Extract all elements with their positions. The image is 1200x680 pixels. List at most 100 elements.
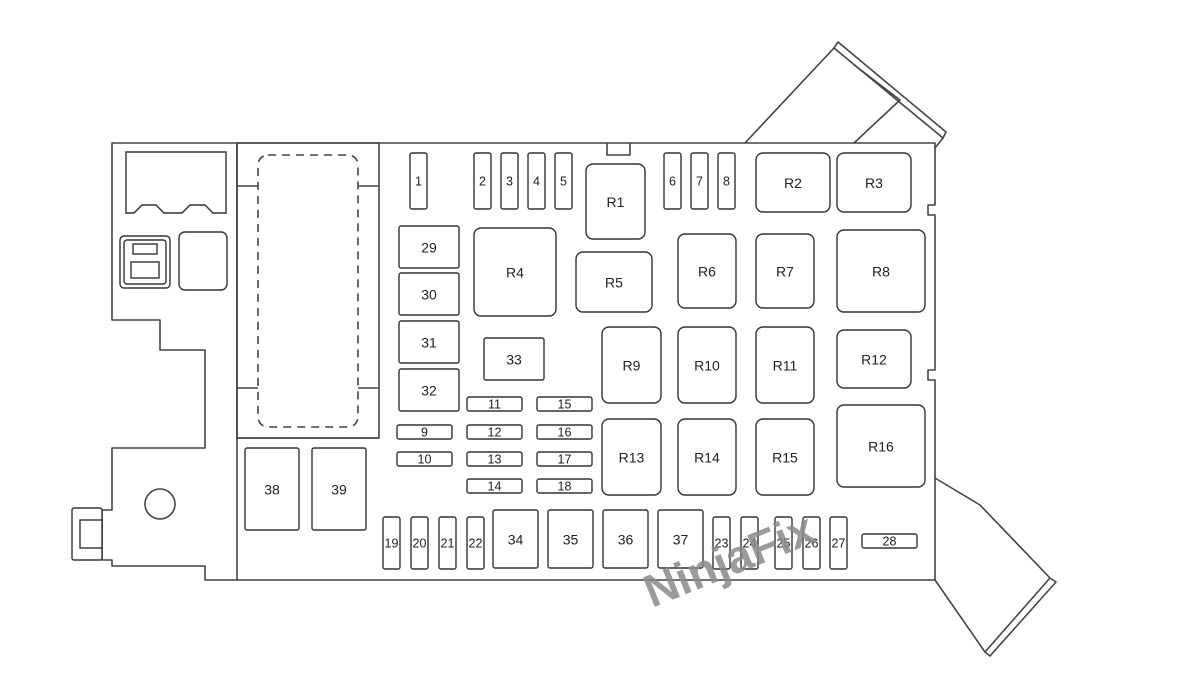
- fuse-outline: [409, 152, 428, 210]
- fuse-outline: [690, 152, 709, 210]
- relay-r2: R2: [755, 152, 831, 213]
- relay-label: R3: [865, 175, 883, 191]
- module-frame-ticks: [237, 185, 379, 389]
- relay-outline: [601, 326, 662, 404]
- fuse-outline: [740, 516, 759, 570]
- fuse-label: 12: [488, 426, 502, 440]
- fuse-14: 14: [466, 478, 523, 494]
- fuse-label: 18: [558, 480, 572, 494]
- fuse-28: 28: [861, 533, 918, 549]
- fuse-outline: [473, 152, 492, 210]
- fuse-33: 33: [483, 337, 545, 381]
- relay-label: R2: [784, 175, 802, 191]
- fuse-label: 23: [715, 537, 729, 551]
- relay-outline: [677, 326, 737, 404]
- connector-socket-a-pin: [130, 261, 160, 279]
- fuse-21: 21: [438, 516, 457, 570]
- fuse-label: 32: [421, 383, 437, 399]
- fuse-2: 2: [473, 152, 492, 210]
- fuse-label: 28: [883, 535, 897, 549]
- fuse-3: 3: [500, 152, 519, 210]
- top-left-socket: [125, 151, 227, 214]
- fuse-26: 26: [802, 516, 821, 570]
- relay-outline: [836, 229, 926, 313]
- fuse-label: 9: [421, 426, 428, 440]
- fuse-34: 34: [492, 509, 539, 569]
- fuse-outline: [861, 533, 918, 549]
- relay-outline: [836, 404, 926, 488]
- fuse-label: 38: [264, 482, 280, 498]
- relay-r11: R11: [755, 326, 815, 404]
- connector-socket-a-tab: [132, 243, 158, 255]
- relay-r1: R1: [585, 163, 646, 240]
- fuse-label: 29: [421, 240, 437, 256]
- fuse-22: 22: [466, 516, 485, 570]
- relay-label: R6: [698, 264, 716, 280]
- relay-r6: R6: [677, 233, 737, 309]
- fuse-outline: [244, 447, 300, 531]
- fuse-label: 27: [832, 537, 846, 551]
- fuse-outline: [500, 152, 519, 210]
- fuse-outline: [492, 509, 539, 569]
- fuse-label: 8: [723, 175, 730, 189]
- fuse-outline: [311, 447, 367, 531]
- relay-r3: R3: [836, 152, 912, 213]
- relay-label: R4: [506, 265, 524, 281]
- relay-label: R9: [623, 358, 641, 374]
- relay-outline: [836, 152, 912, 213]
- fuse-label: 35: [563, 532, 579, 548]
- fuse-label: 14: [488, 480, 502, 494]
- fuse-label: 25: [777, 537, 791, 551]
- fuse-7: 7: [690, 152, 709, 210]
- fuse-1: 1: [409, 152, 428, 210]
- fuse-label: 34: [508, 532, 524, 548]
- relay-label: R1: [607, 194, 625, 210]
- fuse-19: 19: [382, 516, 401, 570]
- fuse-25: 25: [774, 516, 793, 570]
- relay-outline: [585, 163, 646, 240]
- fuse-outline: [536, 424, 593, 440]
- fuse-label: 33: [506, 352, 522, 368]
- fuse-11: 11: [466, 396, 523, 412]
- relay-outline: [575, 251, 653, 313]
- fuse-label: 7: [696, 175, 703, 189]
- fuse-outline: [657, 509, 704, 569]
- top-right-connector-lip: [833, 41, 947, 139]
- fuse-23: 23: [712, 516, 731, 570]
- fuse-label: 31: [421, 335, 437, 351]
- fuse-label: 5: [560, 175, 567, 189]
- fuse-label: 39: [331, 482, 347, 498]
- relay-label: R7: [776, 264, 794, 280]
- fuse-label: 21: [441, 537, 455, 551]
- side-connector-plug-inner: [79, 519, 103, 549]
- relay-outline: [677, 418, 737, 496]
- fuse-label: 11: [488, 398, 501, 412]
- relay-label: R11: [773, 358, 798, 374]
- fuse-17: 17: [536, 451, 593, 467]
- fuse-outline: [602, 509, 649, 569]
- fuse-label: 16: [558, 426, 572, 440]
- fuse-outline: [663, 152, 682, 210]
- fuse-label: 1: [415, 175, 422, 189]
- fuse-5: 5: [554, 152, 573, 210]
- fuse-label: 20: [413, 537, 427, 551]
- top-right-connector-inner: [852, 63, 901, 144]
- fuse-outline: [382, 516, 401, 570]
- module-dashed-outline: [257, 154, 359, 428]
- fuse-label: 6: [669, 175, 676, 189]
- relay-r9: R9: [601, 326, 662, 404]
- fuse-outline: [712, 516, 731, 570]
- relay-label: R10: [694, 358, 720, 374]
- bottom-right-angled-connector: [934, 477, 1051, 653]
- fuse-20: 20: [410, 516, 429, 570]
- fuse-label: 37: [673, 532, 689, 548]
- relay-label: R12: [861, 352, 887, 368]
- relay-outline: [601, 418, 662, 496]
- mounting-hole: [144, 488, 176, 520]
- fuse-13: 13: [466, 451, 523, 467]
- relay-r5: R5: [575, 251, 653, 313]
- fuse-30: 30: [398, 272, 460, 316]
- fuse-39: 39: [311, 447, 367, 531]
- fuse-36: 36: [602, 509, 649, 569]
